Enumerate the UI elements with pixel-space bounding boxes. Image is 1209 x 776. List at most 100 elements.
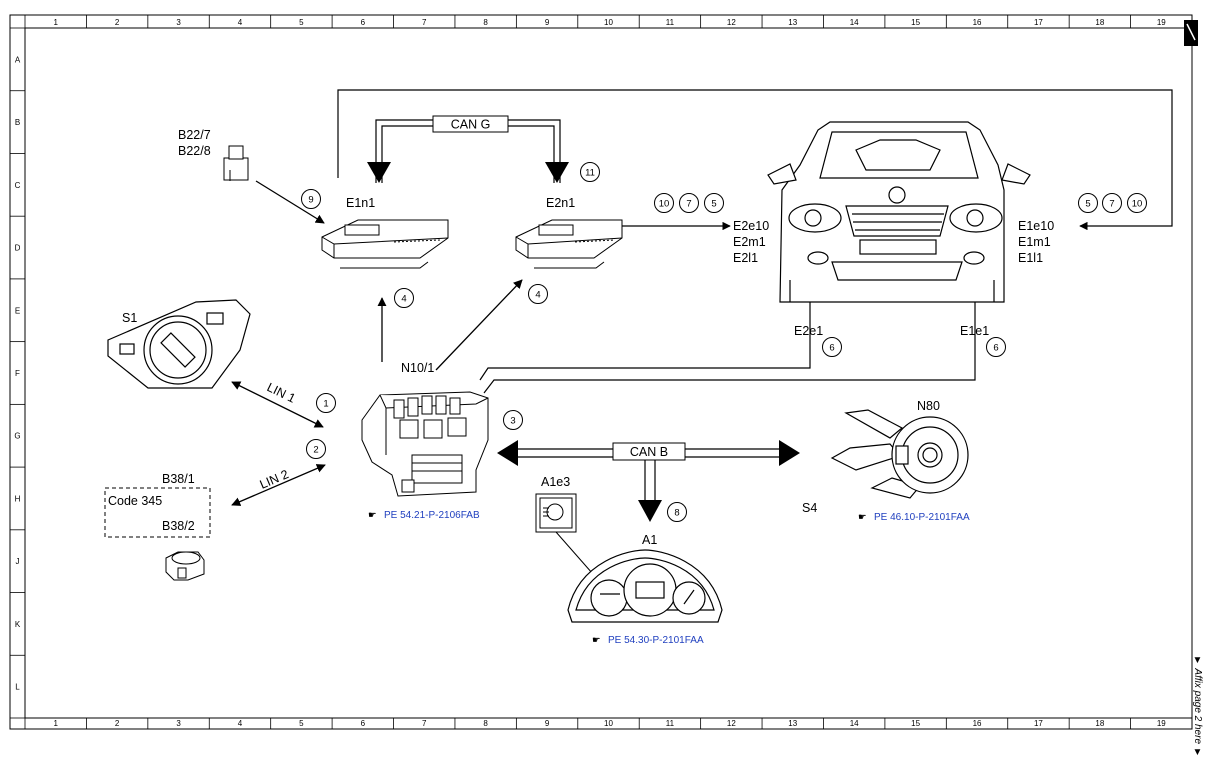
can-b-arrow-down xyxy=(638,500,662,522)
grid-column-label: 12 xyxy=(727,18,736,27)
callout-c4b: 4 xyxy=(528,284,548,304)
grid-column-label: 2 xyxy=(115,18,120,27)
grid-column-label: 16 xyxy=(973,18,982,27)
can-g-inner xyxy=(381,125,555,183)
e1n1-module-icon xyxy=(321,219,449,269)
label-n10-1: N10/1 xyxy=(401,361,434,375)
callout-c10b: 10 xyxy=(654,193,674,213)
callout-c7a: 7 xyxy=(1102,193,1122,213)
grid-row-label: F xyxy=(15,369,20,378)
callout-number: 6 xyxy=(829,343,834,354)
label-a1: A1 xyxy=(642,533,657,547)
callout-number: 10 xyxy=(1132,199,1143,210)
callout-number: 8 xyxy=(674,508,679,519)
label-e1m1: E1m1 xyxy=(1018,235,1051,249)
lin2-line xyxy=(231,464,326,506)
label-e2l1: E2l1 xyxy=(733,251,758,265)
grid-row-label: K xyxy=(15,620,21,629)
ignition-switch-icon xyxy=(107,299,251,389)
label-b38-1: B38/1 xyxy=(162,472,195,486)
grid-row-label: B xyxy=(15,118,20,127)
callout-c6a: 6 xyxy=(822,337,842,357)
grid-column-label: 2 xyxy=(115,719,120,728)
can-g-box xyxy=(432,115,509,133)
callout-number: 10 xyxy=(659,199,670,210)
can-b-arrow-right xyxy=(779,440,800,466)
grid-column-label: 6 xyxy=(361,719,366,728)
hand-pointer-icon: ☛ xyxy=(592,635,601,646)
hand-pointer-icon: ☛ xyxy=(858,512,867,523)
label-a1e3: A1e3 xyxy=(541,475,570,489)
callout-markers: 1 2 3 4 4 5 5 6 6 7 7 8 9 10 10 11 xyxy=(301,162,1147,522)
callout-number: 3 xyxy=(510,416,515,427)
grid-column-label: 3 xyxy=(176,719,181,728)
callout-c2: 2 xyxy=(306,439,326,459)
callout-number: 1 xyxy=(323,399,328,410)
callout-number: 4 xyxy=(535,290,540,301)
can-g-arrow-right xyxy=(545,162,569,183)
label-e1e10: E1e10 xyxy=(1018,219,1054,233)
ref-link-54-30[interactable]: ☛ PE 54.30-P-2101FAA xyxy=(592,635,704,646)
callout-number: 5 xyxy=(711,199,716,210)
ref-text-54-30: PE 54.30-P-2101FAA xyxy=(608,635,704,646)
callout-c1: 1 xyxy=(316,393,336,413)
label-n80: N80 xyxy=(917,399,940,413)
label-b22-7: B22/7 xyxy=(178,128,211,142)
callout-c11: 11 xyxy=(580,162,600,182)
label-lin2: LIN 2 xyxy=(258,467,291,492)
grid-row-label: D xyxy=(15,244,21,253)
callout-c3: 3 xyxy=(503,410,523,430)
ref-text-54-21: PE 54.21-P-2106FAB xyxy=(384,510,480,521)
grid-column-label: 11 xyxy=(666,18,675,27)
label-code345: Code 345 xyxy=(108,494,162,508)
callout-number: 4 xyxy=(401,294,406,305)
ref-text-46-10: PE 46.10-P-2101FAA xyxy=(874,512,970,523)
callout-number: 2 xyxy=(313,445,318,456)
can-g-arrow-left xyxy=(367,162,391,183)
label-e1e1: E1e1 xyxy=(960,324,989,338)
grid-column-label: 9 xyxy=(545,719,550,728)
label-e1l1: E1l1 xyxy=(1018,251,1043,265)
callout-c9: 9 xyxy=(301,189,321,209)
callout-c10a: 10 xyxy=(1127,193,1147,213)
label-e2e10: E2e10 xyxy=(733,219,769,233)
grid-labels: 1122334455667788991010111112121313141415… xyxy=(14,18,1166,728)
callout-number: 9 xyxy=(308,195,313,206)
label-lin1: LIN 1 xyxy=(265,380,298,406)
grid-row-label: H xyxy=(15,494,21,503)
grid-row-label: C xyxy=(15,181,21,190)
grid-column-label: 14 xyxy=(850,18,859,27)
ref-link-46-10[interactable]: ☛ PE 46.10-P-2101FAA xyxy=(858,512,970,523)
sam-control-unit-icon xyxy=(361,391,489,497)
grid-column-label: 5 xyxy=(299,18,304,27)
callout-number: 11 xyxy=(585,168,595,179)
affix-page-note: ▼ Affix page 2 here ▼ xyxy=(1192,655,1203,758)
grid-column-label: 6 xyxy=(361,18,366,27)
grid-column-label: 19 xyxy=(1157,719,1166,728)
callout-number: 7 xyxy=(686,199,691,210)
ref-link-54-21[interactable]: ☛ PE 54.21-P-2106FAB xyxy=(368,510,480,521)
label-s1: S1 xyxy=(122,311,137,325)
b22-to-e1n1-line xyxy=(255,180,325,224)
grid-column-label: 7 xyxy=(422,18,427,27)
grid-column-label: 13 xyxy=(788,18,797,27)
callout-number: 7 xyxy=(1109,199,1114,210)
rain-light-sensor-icon xyxy=(223,145,249,181)
grid-column-label: 18 xyxy=(1095,719,1104,728)
label-e2m1: E2m1 xyxy=(733,235,766,249)
grid-column-label: 17 xyxy=(1034,719,1043,728)
label-b22-8: B22/8 xyxy=(178,144,211,158)
callout-number: 5 xyxy=(1085,199,1090,210)
callout-c4a: 4 xyxy=(394,288,414,308)
callout-c8: 8 xyxy=(667,502,687,522)
grid-column-label: 12 xyxy=(727,719,736,728)
grid-column-label: 15 xyxy=(911,719,920,728)
grid-column-label: 9 xyxy=(545,18,550,27)
callout-c6b: 6 xyxy=(986,337,1006,357)
grid-row-label: J xyxy=(16,557,20,566)
grid-column-label: 1 xyxy=(53,18,58,27)
can-b-box xyxy=(612,442,686,461)
e2n1-module-icon xyxy=(515,219,623,269)
grid-column-label: 3 xyxy=(176,18,181,27)
